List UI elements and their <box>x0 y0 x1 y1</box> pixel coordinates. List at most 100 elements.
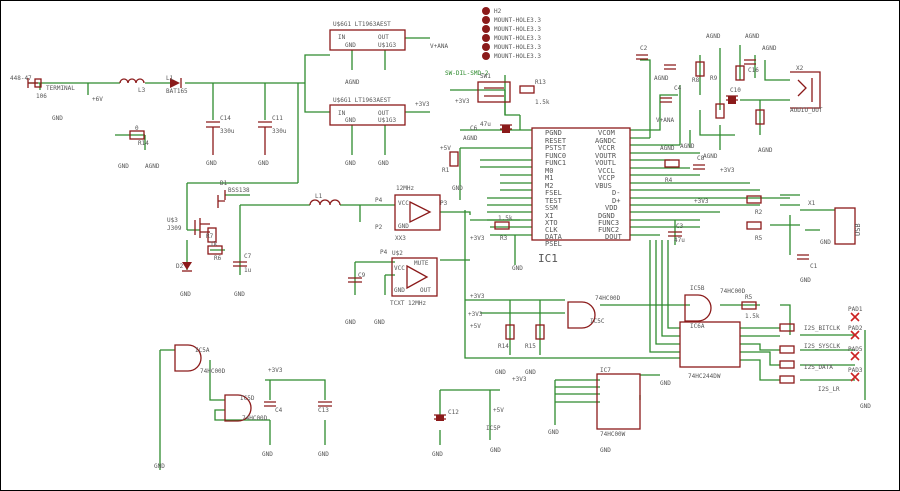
resistor-r4 <box>664 159 680 168</box>
agnd-4: AGND <box>660 145 675 152</box>
label-r5b: R5 <box>745 294 753 301</box>
gnd-2: GND <box>52 115 63 122</box>
resistor-r11 <box>755 109 765 125</box>
capacitor-c12 <box>664 64 676 70</box>
resistor-r12 <box>129 130 145 140</box>
ic1-pin-func1: FUNC1 <box>545 159 566 167</box>
label-pad1: PAD1 <box>848 306 863 313</box>
label-r5b-val: 1.5k <box>745 313 760 320</box>
agnd-5: AGND <box>680 143 695 150</box>
agnd-10: AGND <box>758 147 773 154</box>
net-plus5v-a: +5V <box>440 145 451 152</box>
capacitor-c12b <box>434 414 446 421</box>
label-r8: R8 <box>692 77 700 84</box>
label-ic5c: IC5C <box>590 318 605 325</box>
ic1-pin-fsel: FSEL <box>545 189 562 197</box>
label-mosfet: BSS138 <box>228 187 250 194</box>
label-i2s-data: I2S_DATA <box>804 364 833 371</box>
resistor-r8 <box>695 61 705 77</box>
gnd-6: GND <box>378 160 389 167</box>
label-ic6-part: 74HC244DW <box>688 373 721 380</box>
capacitor-c16 <box>744 59 756 65</box>
label-l1: L1 <box>315 193 323 200</box>
agnd-7: AGND <box>745 33 760 40</box>
resistor-r6 <box>207 245 223 255</box>
reg2-ref: U$1G3 <box>378 117 396 124</box>
resistor-r19 <box>779 375 795 384</box>
label-u3: U$3 <box>167 217 178 224</box>
osc1-p1: P4 <box>375 197 383 204</box>
terminal-sublabel: TERMINAL <box>46 85 75 92</box>
ic6-74hc244 <box>679 321 741 368</box>
label-r3-val: 1.5k <box>498 215 513 222</box>
label-c11-val: 330u <box>272 128 287 135</box>
label-c14-val: 330u <box>220 128 235 135</box>
label-r7: R7 <box>206 233 214 240</box>
capacitor-c14 <box>206 121 220 155</box>
net-3v3-h: +3V3 <box>512 376 527 383</box>
label-ic5d: IC5D <box>240 395 255 402</box>
ic1-pin-vccp: VCCP <box>598 174 615 182</box>
label-c3: C3 <box>676 223 684 230</box>
osc1-label: 12MHz <box>396 185 414 192</box>
label-pad5: PAD5 <box>848 346 863 353</box>
gnd-23: GND <box>490 447 501 454</box>
zener-d2 <box>182 262 192 272</box>
oscillator-12mhz <box>394 194 441 231</box>
label-audio-out: AUDIO_OUT <box>790 107 823 114</box>
label-c4c: C4 <box>275 407 283 414</box>
label-c12b: C12 <box>448 409 459 416</box>
agnd-6: AGND <box>706 33 721 40</box>
gnd-20: GND <box>262 451 273 458</box>
gnd-4: GND <box>258 160 269 167</box>
reg1-out: OUT <box>378 34 389 41</box>
ic1-pin-m2: M2 <box>545 182 553 190</box>
gnd-21: GND <box>318 451 329 458</box>
ic1-pin-m1: M1 <box>545 174 553 182</box>
resistor-r9 <box>715 103 725 119</box>
label-ic5b-part: 74HC00D <box>720 288 746 295</box>
label-c13: C13 <box>318 407 329 414</box>
gnd-11: GND <box>345 319 356 326</box>
ic1-pin-m0: M0 <box>545 167 553 175</box>
label-c3-val: 47u <box>674 237 685 244</box>
reg1-ref: U$1G3 <box>378 42 396 49</box>
label-r12: 0 <box>135 125 139 132</box>
usb-connector-x1 <box>834 207 856 245</box>
label-i2s-sysclk: I2S_SYSCLK <box>804 343 841 350</box>
net-3v3-f: +3V3 <box>470 293 485 300</box>
label-c14: C14 <box>220 115 231 122</box>
net-3v3-b: +3V3 <box>455 98 470 105</box>
label-pad3: PAD3 <box>848 367 863 374</box>
label-r2: R2 <box>755 209 763 216</box>
switch-label: SW-DIL-SMD-2 <box>445 70 489 77</box>
label-ic5a: IC5A <box>195 347 210 354</box>
resistor-r5b <box>741 301 757 310</box>
gnd-8: GND <box>512 265 523 272</box>
label-ic5a-part: 74HC00D <box>200 368 226 375</box>
label-ic6a: IC6A <box>690 323 705 330</box>
terminal-label: 448-47 <box>10 75 32 82</box>
ic1-pin-vbus: VBUS <box>595 182 612 190</box>
capacitor-c6 <box>500 124 512 133</box>
label-r1: R1 <box>442 167 450 174</box>
mh-2: MOUNT-HOLE3.3 <box>494 26 541 33</box>
label-x2: X2 <box>796 65 804 72</box>
ic1-pin-pstst: PSTST <box>545 144 567 152</box>
gnd-1: GND <box>118 163 129 170</box>
osc1-p2: P2 <box>375 224 383 231</box>
ic1-pin-xi: XI <box>545 212 553 220</box>
label-c16: C16 <box>748 67 759 74</box>
reg1-gnd: GND <box>345 42 356 49</box>
ic1-pin-reset: RESET <box>545 137 567 145</box>
resistor-r5 <box>746 221 762 230</box>
capacitor-c11 <box>258 121 272 155</box>
net-plus5v-c: +5V <box>493 407 504 414</box>
agnd-2: AGND <box>345 79 360 86</box>
net-plus5v-b: +5V <box>470 323 481 330</box>
ic1-pin-voutr: VOUTR <box>595 152 617 160</box>
agnd-8: AGND <box>762 45 777 52</box>
osc1-ref: XX3 <box>395 235 406 242</box>
ic1-pin-dp: D+ <box>612 197 620 205</box>
input-terminal <box>27 78 42 88</box>
